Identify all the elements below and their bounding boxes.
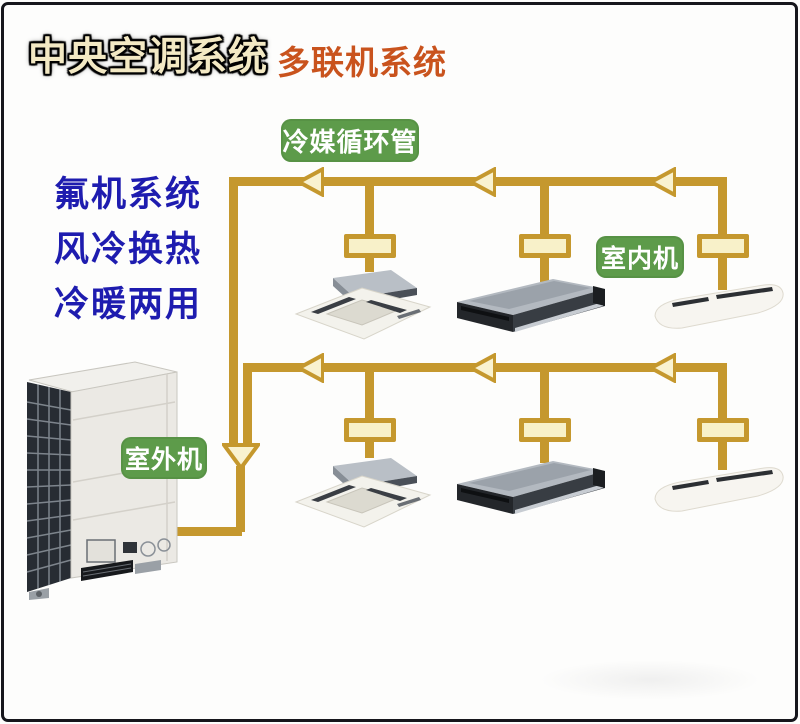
flow-arrow-down-icon <box>222 443 260 470</box>
pipe-row1-left-riser <box>229 177 238 448</box>
flow-arrow-left-icon <box>298 167 324 197</box>
pipe-row2-left-riser <box>243 363 252 448</box>
branch-valve <box>697 234 749 258</box>
pipe-outdoor-connection <box>172 527 242 536</box>
cassette-indoor-unit <box>294 270 432 340</box>
pipe-row2-branch-duct <box>540 363 549 463</box>
wall-indoor-unit <box>654 467 784 512</box>
pipe-row1-branch-duct <box>540 177 549 282</box>
pipe-row1-branch-cassette <box>365 177 374 272</box>
feature-item-heat-cool: 冷暖两用 <box>54 285 203 324</box>
page-subtitle: 多联机系统 <box>277 44 447 81</box>
feature-item-fluorine-system: 氟机系统 <box>54 175 203 214</box>
flow-arrow-left-icon <box>470 167 496 197</box>
branch-valve <box>519 234 571 258</box>
flow-arrow-left-icon <box>650 167 676 197</box>
wall-indoor-unit <box>654 284 784 329</box>
page-title: 中央空调系统 <box>28 36 269 79</box>
feature-item-air-cooled: 风冷换热 <box>54 230 203 269</box>
watermark-smudge <box>540 660 760 700</box>
cassette-indoor-unit <box>294 458 432 528</box>
outdoor-unit-label: 室外机 <box>121 437 207 479</box>
branch-valve <box>697 418 749 442</box>
flow-arrow-left-icon <box>298 353 324 383</box>
indoor-unit-label: 室内机 <box>596 236 684 278</box>
branch-valve <box>344 418 396 442</box>
duct-indoor-unit <box>457 461 605 514</box>
pipe-outdoor-drop <box>236 466 245 532</box>
branch-valve <box>344 234 396 258</box>
pipe-row1-branch-wall <box>718 177 727 290</box>
duct-indoor-unit <box>457 279 605 332</box>
pipe-row2-branch-cassette <box>365 363 374 458</box>
refrigerant-pipe-label: 冷媒循环管 <box>281 119 419 162</box>
flow-arrow-left-icon <box>650 353 676 383</box>
pipe-row2-branch-wall <box>718 363 727 470</box>
flow-arrow-left-icon <box>470 353 496 383</box>
branch-valve <box>519 418 571 442</box>
